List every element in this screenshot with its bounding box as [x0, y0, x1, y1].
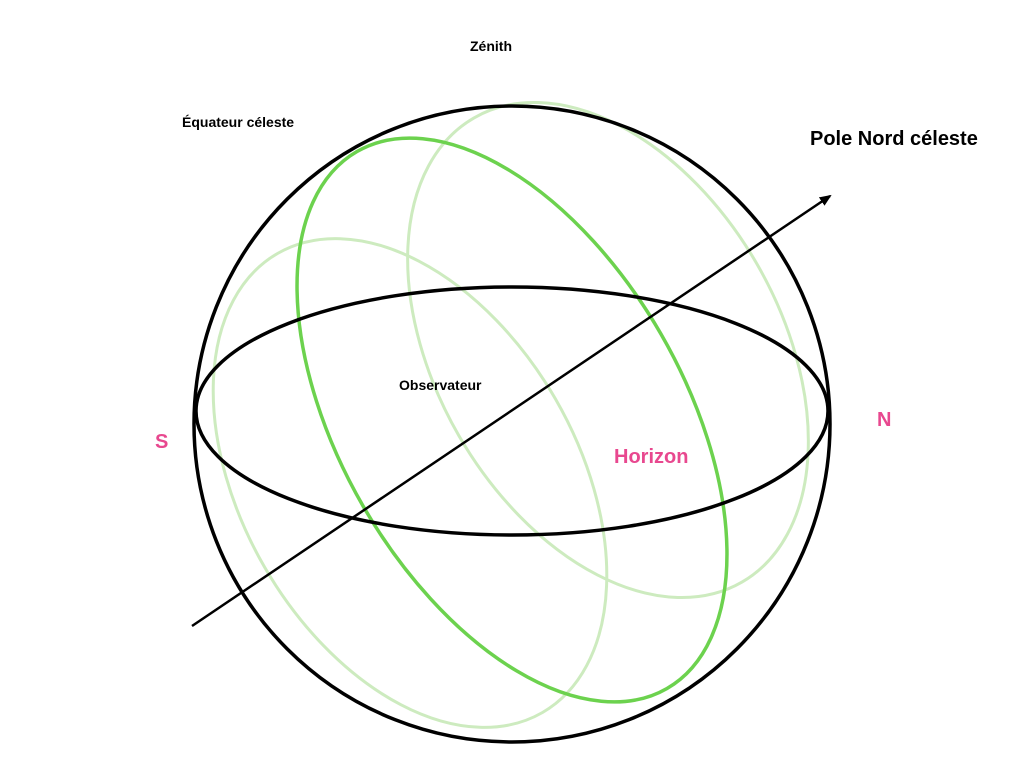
celestial-equator-label: Équateur céleste [182, 114, 295, 130]
horizon-ellipse [194, 285, 830, 537]
celestial-sphere-outline [192, 104, 832, 744]
south-label: S [155, 431, 169, 453]
north-celestial-pole-label: Pole Nord céleste [810, 128, 978, 150]
celestial-equator-circle [295, 136, 729, 704]
north-label: N [877, 409, 892, 431]
observer-label: Observateur [399, 377, 482, 393]
horizon-label: Horizon [614, 446, 689, 468]
polar-axis-arrow [191, 194, 832, 628]
diurnal-circle-lower [211, 237, 609, 729]
diurnal-circle-upper [406, 100, 810, 600]
zenith-label: Zénith [470, 38, 512, 54]
